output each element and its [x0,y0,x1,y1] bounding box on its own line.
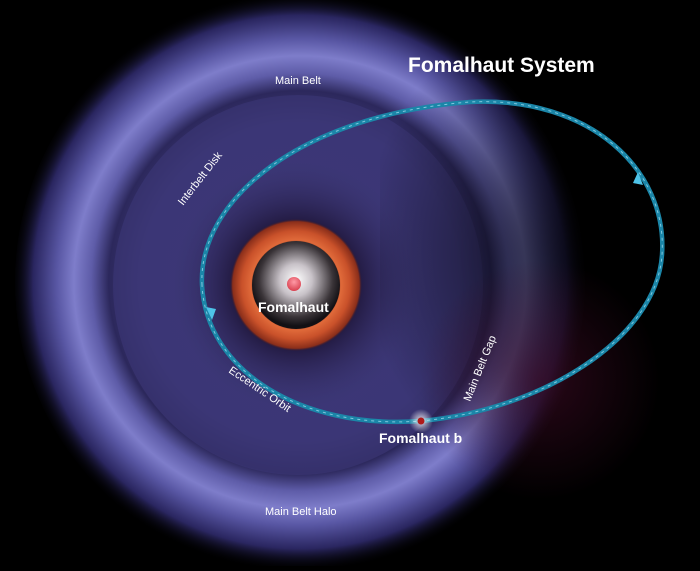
title: Fomalhaut System [408,54,595,77]
label-main-belt: Main Belt [275,75,321,87]
label-planet: Fomalhaut b [379,430,462,446]
planet-fomalhaut-b [417,417,425,425]
red-tint [420,260,660,500]
eccentric-orbit-dashes [201,101,663,423]
orbit-arrow-right [633,172,643,185]
star-fomalhaut [287,277,301,291]
label-star: Fomalhaut [258,299,329,315]
orbit-arrow-left [206,307,216,320]
label-main-belt-halo: Main Belt Halo [265,506,337,518]
